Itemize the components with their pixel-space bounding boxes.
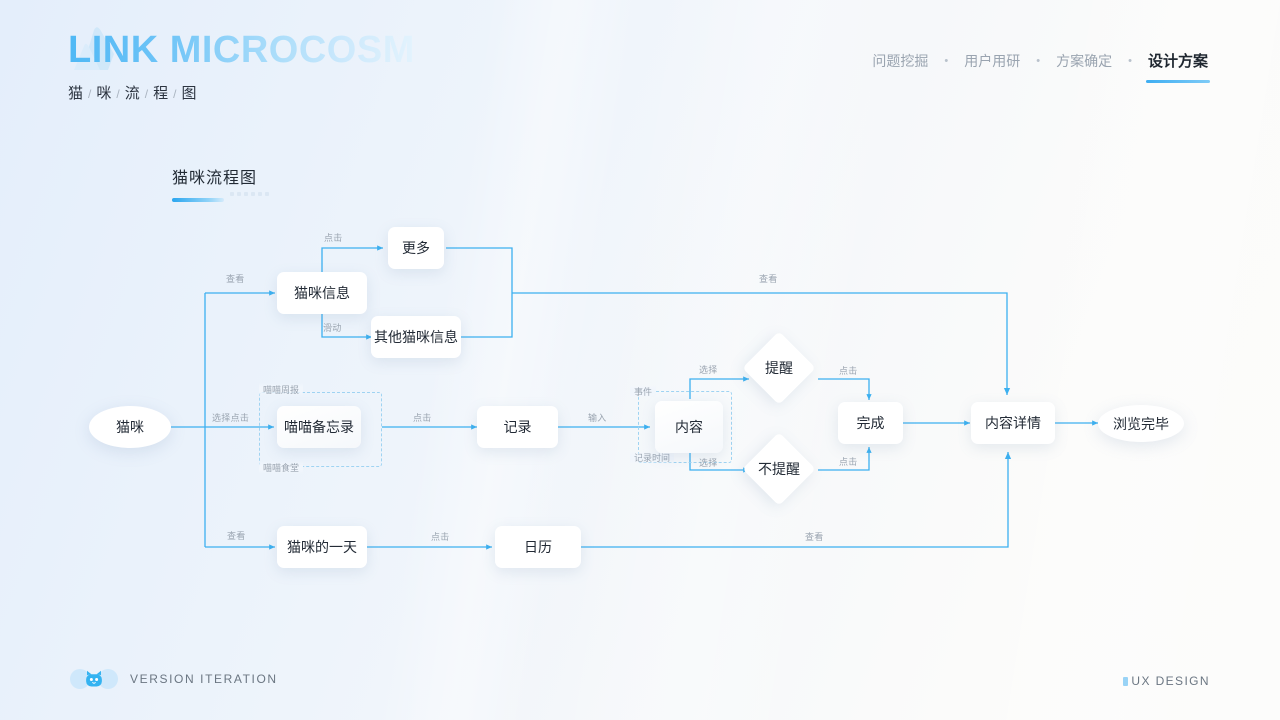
- cat-ear-icon: [74, 27, 114, 70]
- edge-label-click-record: 点击: [413, 413, 432, 423]
- nav-item-design-solution[interactable]: 设计方案: [1145, 50, 1210, 83]
- badge-blob-right: [98, 669, 118, 689]
- badge-blob-left: [70, 669, 90, 689]
- node-no-remind-label: 不提醒: [758, 461, 800, 477]
- footer-right-text: UX DESIGN: [1131, 674, 1210, 688]
- node-remind[interactable]: 提醒: [742, 331, 816, 405]
- logo-sub-sep: /: [144, 87, 150, 101]
- logo-sub-char: 流: [124, 85, 141, 102]
- main-navigation: 问题挖掘 • 用户用研 • 方案确定 • 设计方案: [870, 50, 1210, 83]
- section-title-text: 猫咪流程图: [172, 170, 258, 187]
- nav-item-problem-mining[interactable]: 问题挖掘: [872, 52, 929, 69]
- footer-left: VERSION ITERATION: [70, 668, 278, 690]
- nav-separator: •: [1036, 54, 1041, 67]
- nav-item-solution-definition[interactable]: 方案确定: [1056, 52, 1113, 69]
- node-done[interactable]: 完成: [838, 402, 903, 444]
- cat-head-icon: [86, 670, 102, 687]
- group-tag-content-top: 事件: [630, 385, 657, 398]
- nav-active-underline: [1145, 80, 1210, 83]
- edge-label-click-done-bottom: 点击: [839, 457, 858, 467]
- edge-label-click-done-top: 点击: [839, 366, 858, 376]
- edge-label-input-content: 输入: [588, 413, 607, 423]
- logo-sub-char: 咪: [96, 85, 113, 102]
- edge-label-select-click: 选择点击: [212, 413, 250, 423]
- logo-title: LINK MICROCOSM: [68, 29, 415, 71]
- edge-label-view-bottom: 查看: [227, 531, 246, 541]
- logo: LINK MICROCOSM 猫/咪/流/程/图: [68, 27, 415, 103]
- footer-mark-icon: [1123, 676, 1129, 686]
- node-browsed[interactable]: 浏览完毕: [1098, 405, 1184, 442]
- edge-label-view-long-bottom: 查看: [805, 532, 824, 542]
- logo-sub-char: 猫: [68, 85, 85, 102]
- node-calendar[interactable]: 日历: [495, 526, 581, 568]
- nav-separator: •: [944, 54, 949, 67]
- section-title-dots: [230, 192, 269, 196]
- group-tag-memo-top: 喵喵周报: [259, 383, 304, 396]
- edge-label-select-remind: 选择: [699, 365, 718, 375]
- section-title: 猫咪流程图: [172, 164, 269, 202]
- node-record[interactable]: 记录: [477, 406, 558, 448]
- node-content[interactable]: 内容: [655, 401, 723, 453]
- node-content-detail[interactable]: 内容详情: [971, 402, 1055, 444]
- footer-left-text: VERSION ITERATION: [130, 672, 278, 686]
- logo-sub-sep: /: [116, 87, 121, 101]
- group-tag-memo-bottom: 喵喵食堂: [259, 461, 304, 474]
- node-cat-info[interactable]: 猫咪信息: [277, 272, 367, 314]
- node-more[interactable]: 更多: [388, 227, 444, 269]
- edge-label-view-top: 查看: [226, 274, 245, 284]
- edge-label-select-no-remind: 选择: [699, 458, 718, 468]
- edge-label-click-calendar: 点击: [431, 532, 450, 542]
- node-remind-label: 提醒: [765, 360, 793, 376]
- logo-subtitle: 猫/咪/流/程/图: [68, 82, 415, 103]
- edge-label-click-more: 点击: [324, 233, 343, 243]
- nav-separator: •: [1128, 54, 1132, 67]
- node-no-remind[interactable]: 不提醒: [742, 432, 816, 506]
- node-other-cat-info[interactable]: 其他猫咪信息: [371, 316, 461, 358]
- logo-sub-sep: /: [173, 87, 178, 101]
- node-cat-day[interactable]: 猫咪的一天: [277, 526, 367, 568]
- nav-item-user-research[interactable]: 用户用研: [964, 52, 1021, 69]
- edge-label-slide-other: 滑动: [323, 323, 342, 333]
- logo-sub-char: 程: [153, 85, 170, 102]
- footer-right: UX DESIGN: [1123, 674, 1210, 688]
- group-tag-content-bottom: 记录时间: [630, 451, 675, 464]
- nav-item-label: 设计方案: [1147, 53, 1208, 70]
- cat-badge: [70, 668, 118, 690]
- node-start-cat[interactable]: 猫咪: [89, 406, 171, 448]
- logo-sub-char: 图: [181, 85, 198, 102]
- edge-label-view-long-top: 查看: [759, 274, 778, 284]
- section-title-bar: [172, 198, 224, 202]
- node-memo[interactable]: 喵喵备忘录: [277, 406, 361, 448]
- logo-sub-sep: /: [88, 87, 93, 101]
